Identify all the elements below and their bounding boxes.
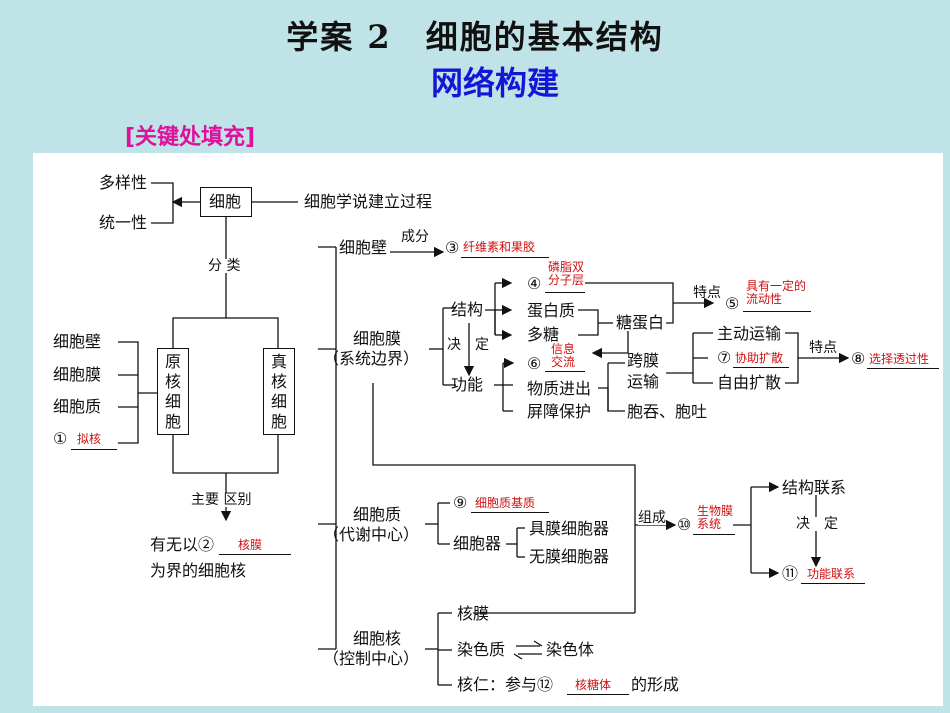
membranous-organelle-label: 具膜细胞器 bbox=[529, 519, 610, 538]
membrane-sub-label: （系统边界） bbox=[323, 349, 420, 368]
composition-label: 成分 bbox=[401, 229, 429, 245]
blank-2-line bbox=[219, 554, 291, 555]
cell-theory-label: 细胞学说建立过程 bbox=[304, 192, 433, 211]
determine-label: 决 定 bbox=[447, 337, 489, 353]
nucleolus-label: 核仁：参与⑫ bbox=[457, 675, 554, 694]
blank-10-line bbox=[693, 534, 735, 535]
blank-4-number: ④ bbox=[527, 274, 542, 293]
answer-2: 核膜 bbox=[238, 538, 263, 552]
formation-label: 的形成 bbox=[631, 675, 680, 694]
function-label: 功能 bbox=[451, 375, 484, 394]
page-title: 学案 2 细胞的基本结构 bbox=[286, 18, 664, 56]
blank-9-line bbox=[471, 512, 549, 513]
answer-1: 拟核 bbox=[77, 432, 102, 446]
transmembrane-label-1: 跨膜 bbox=[627, 351, 660, 370]
classify-label: 分 类 bbox=[208, 258, 241, 274]
cell-wall-label: 细胞壁 bbox=[339, 238, 388, 257]
connector-lines bbox=[118, 182, 850, 686]
blank-7-line bbox=[733, 367, 789, 368]
blank-11-line bbox=[801, 583, 865, 584]
answer-11: 功能联系 bbox=[807, 567, 856, 581]
blank-9-number: ⑨ bbox=[453, 493, 468, 512]
barrier-protection-label: 屏障保护 bbox=[527, 402, 592, 421]
transmembrane-label-2: 运输 bbox=[627, 372, 660, 391]
structural-link-label: 结构联系 bbox=[782, 478, 847, 497]
answer-12: 核糖体 bbox=[575, 678, 612, 692]
material-transport-label: 物质进出 bbox=[527, 379, 592, 398]
feature-label-2: 特点 bbox=[809, 340, 837, 356]
sugar-label: 多糖 bbox=[527, 325, 560, 344]
blank-1-number: ① bbox=[53, 429, 68, 448]
blank-6-line bbox=[545, 371, 585, 372]
prokaryote-box bbox=[157, 348, 189, 435]
feature-label: 特点 bbox=[693, 285, 721, 301]
cell-box bbox=[200, 187, 252, 217]
cell-label: 细胞 bbox=[209, 192, 242, 211]
glycoprotein-label: 糖蛋白 bbox=[616, 313, 665, 332]
free-diffusion-label: 自由扩散 bbox=[717, 373, 782, 392]
prok-cell-wall: 细胞壁 bbox=[53, 332, 102, 351]
diversity-label: 多样性 bbox=[99, 173, 148, 192]
blank-5-line bbox=[743, 311, 811, 312]
eukaryote-label: 真 核 细 胞 bbox=[270, 352, 287, 431]
prok-cytoplasm: 细胞质 bbox=[53, 397, 102, 416]
answer-9: 细胞质基质 bbox=[475, 496, 536, 510]
main-difference-label: 主要 区别 bbox=[191, 492, 252, 508]
blank-11-number: ⑪ bbox=[782, 564, 799, 583]
determine-label-2: 决 定 bbox=[796, 516, 838, 532]
protein-label: 蛋白质 bbox=[527, 301, 576, 320]
chromosome-label: 染色体 bbox=[546, 640, 595, 659]
blank-7-number: ⑦ bbox=[717, 348, 732, 367]
nucleus-label: 细胞核 bbox=[353, 629, 402, 648]
unity-label: 统一性 bbox=[99, 213, 148, 232]
chromatin-label: 染色质 bbox=[457, 640, 506, 659]
has-nucleus-prefix: 有无以② bbox=[150, 535, 215, 554]
nonmembranous-organelle-label: 无膜细胞器 bbox=[529, 547, 610, 566]
answer-5: 具有一定的 流动性 bbox=[746, 279, 807, 306]
organelle-label: 细胞器 bbox=[453, 534, 502, 553]
blank-5-number: ⑤ bbox=[725, 294, 740, 313]
structure-label: 结构 bbox=[451, 300, 484, 319]
blank-8-number: ⑧ bbox=[851, 349, 866, 368]
active-transport-label: 主动运输 bbox=[717, 324, 782, 343]
nuclear-envelope-label: 核膜 bbox=[457, 604, 490, 623]
blank-3-number: ③ bbox=[445, 238, 460, 257]
answer-3: 纤维素和果胶 bbox=[463, 240, 536, 254]
answer-4: 磷脂双 分子层 bbox=[548, 260, 585, 287]
fill-in-tag: [关键处填充] bbox=[125, 125, 256, 150]
blank-8-line bbox=[867, 368, 939, 369]
blank-3-line bbox=[461, 257, 549, 258]
prokaryote-label: 原 核 细 胞 bbox=[164, 352, 181, 431]
page-subtitle: 网络构建 bbox=[430, 64, 559, 102]
bounded-nucleus-label: 为界的细胞核 bbox=[150, 561, 247, 580]
blank-1-line bbox=[71, 449, 117, 450]
compose-label: 组成 bbox=[638, 510, 666, 526]
answer-6: 信息 交流 bbox=[551, 342, 576, 369]
prok-cell-membrane: 细胞膜 bbox=[53, 365, 102, 384]
nucleus-sub-label: （控制中心） bbox=[323, 649, 420, 668]
answer-7: 协助扩散 bbox=[735, 351, 784, 365]
blank-12-line bbox=[567, 694, 629, 695]
answer-8: 选择透过性 bbox=[869, 352, 930, 366]
answer-10: 生物膜 系统 bbox=[697, 504, 734, 531]
membrane-label: 细胞膜 bbox=[353, 329, 402, 348]
blank-4-line bbox=[545, 292, 585, 293]
blank-6-number: ⑥ bbox=[527, 354, 542, 373]
endo-exocytosis-label: 胞吞、胞吐 bbox=[627, 402, 708, 421]
concept-map-panel: 细胞 多样性 统一性 细胞学说建立过程 分 类 原 核 细 胞 真 核 细 胞 … bbox=[33, 153, 943, 706]
blank-10-number: ⑩ bbox=[677, 515, 692, 534]
eukaryote-box bbox=[263, 348, 295, 435]
cytoplasm-label: 细胞质 bbox=[353, 505, 402, 524]
cytoplasm-sub-label: （代谢中心） bbox=[323, 525, 420, 544]
